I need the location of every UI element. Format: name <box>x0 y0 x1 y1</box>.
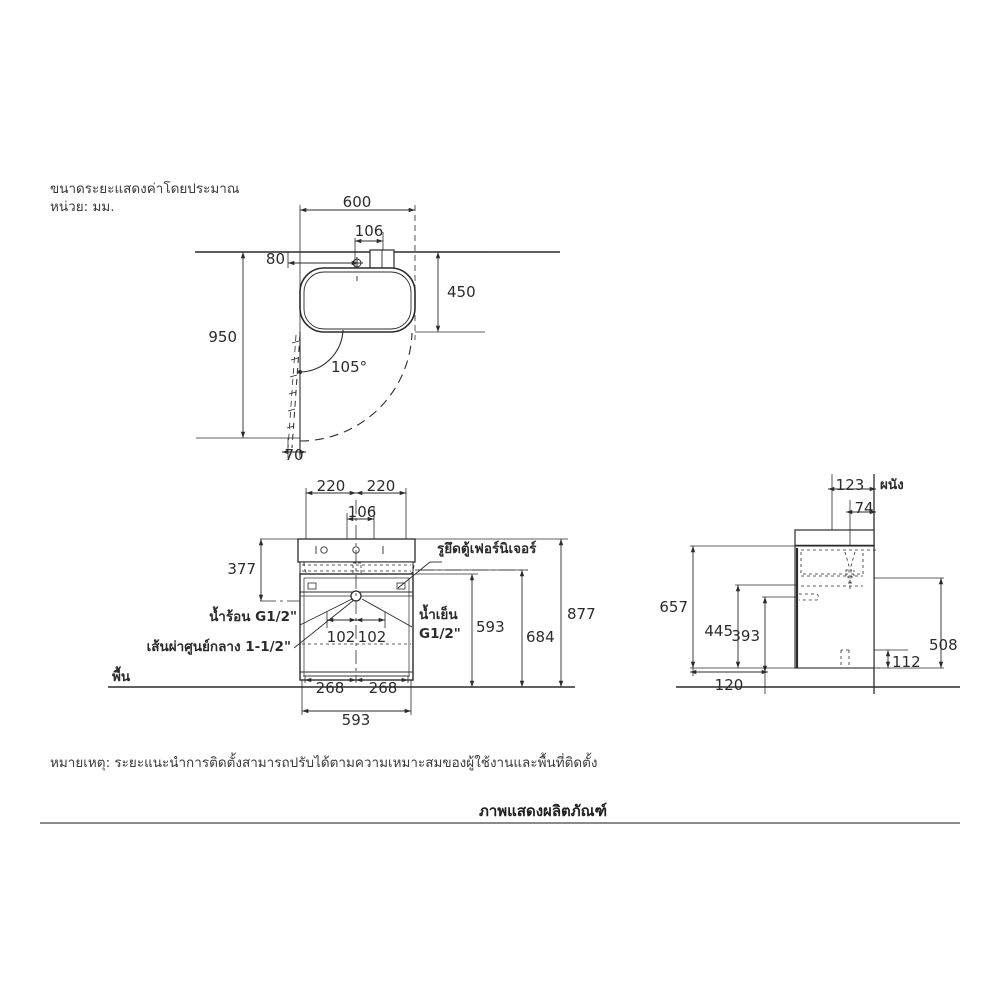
dim-plan-950: 950 <box>208 328 237 346</box>
leader-cabinet-mount-hole <box>397 561 431 589</box>
label-hot-water: น้ำร้อน G1/2" <box>209 609 297 625</box>
label-wall: ผนัง <box>880 477 904 493</box>
dim-front-877: 877 <box>567 605 596 623</box>
dim-front-102-left: 102 <box>326 628 356 646</box>
dim-front-593-width: 593 <box>341 711 371 729</box>
dim-front-102-right: 102 <box>357 628 387 646</box>
label-cabinet-mount-hole: รูยึดตู้เฟอร์นิเจอร์ <box>437 541 537 557</box>
dim-front-220-right: 220 <box>366 477 396 495</box>
plan-view-group <box>195 205 560 458</box>
dim-side-657: 657 <box>659 598 688 616</box>
dim-plan-106: 106 <box>354 222 384 240</box>
dim-side-393: 393 <box>731 627 760 645</box>
dim-side-508: 508 <box>929 636 958 654</box>
footer-note: หมายเหตุ: ระยะแนะนำการติดตั้งสามารถปรับไ… <box>50 755 598 771</box>
front-cabinet-body <box>299 573 414 681</box>
label-cold-water-line1: น้ำเย็น <box>419 607 458 623</box>
dim-front-593-height: 593 <box>476 618 505 636</box>
dim-front-268-left: 268 <box>315 679 345 697</box>
label-floor: พื้น <box>112 669 131 685</box>
dim-plan-450: 450 <box>447 283 476 301</box>
dim-side-445: 445 <box>704 622 733 640</box>
front-view-group <box>108 488 575 715</box>
leader-cold-water <box>361 598 413 628</box>
dim-plan-angle-105: 105° <box>331 358 368 376</box>
dim-front-377: 377 <box>227 560 256 578</box>
side-view-group <box>676 474 960 694</box>
dim-side-74: 74 <box>854 499 874 517</box>
side-countertop <box>794 529 875 547</box>
label-drain-diameter: เส้นผ่าศูนย์กลาง 1-1/2" <box>146 639 291 655</box>
dim-side-123: 123 <box>835 476 865 494</box>
dim-front-106: 106 <box>347 503 377 521</box>
dim-plan-70: 70 <box>284 446 304 464</box>
dim-front-220-left: 220 <box>316 477 346 495</box>
dim-side-112: 112 <box>892 653 921 671</box>
dim-plan-80: 80 <box>265 250 285 268</box>
drawing-caption: ภาพแสดงผลิตภัณฑ์ <box>478 802 608 820</box>
dim-side-120: 120 <box>714 676 744 694</box>
leader-drain-diameter <box>293 599 355 649</box>
side-cabinet-body <box>794 545 875 669</box>
dim-front-268-right: 268 <box>368 679 398 697</box>
dim-front-684: 684 <box>526 628 555 646</box>
label-cold-water-line2: G1/2" <box>419 626 461 642</box>
plan-angle-arc-105 <box>299 329 344 373</box>
leader-hot-water <box>299 598 353 626</box>
plan-basin-outer <box>299 267 416 333</box>
units-note-line2: หน่วย: มม. <box>50 199 115 215</box>
units-note-line1: ขนาดระยะแสดงค่าโดยประมาณ <box>50 181 240 197</box>
dim-plan-600: 600 <box>342 193 372 211</box>
plan-door-swing-arc <box>299 332 413 442</box>
plan-basin-inner <box>303 271 412 330</box>
